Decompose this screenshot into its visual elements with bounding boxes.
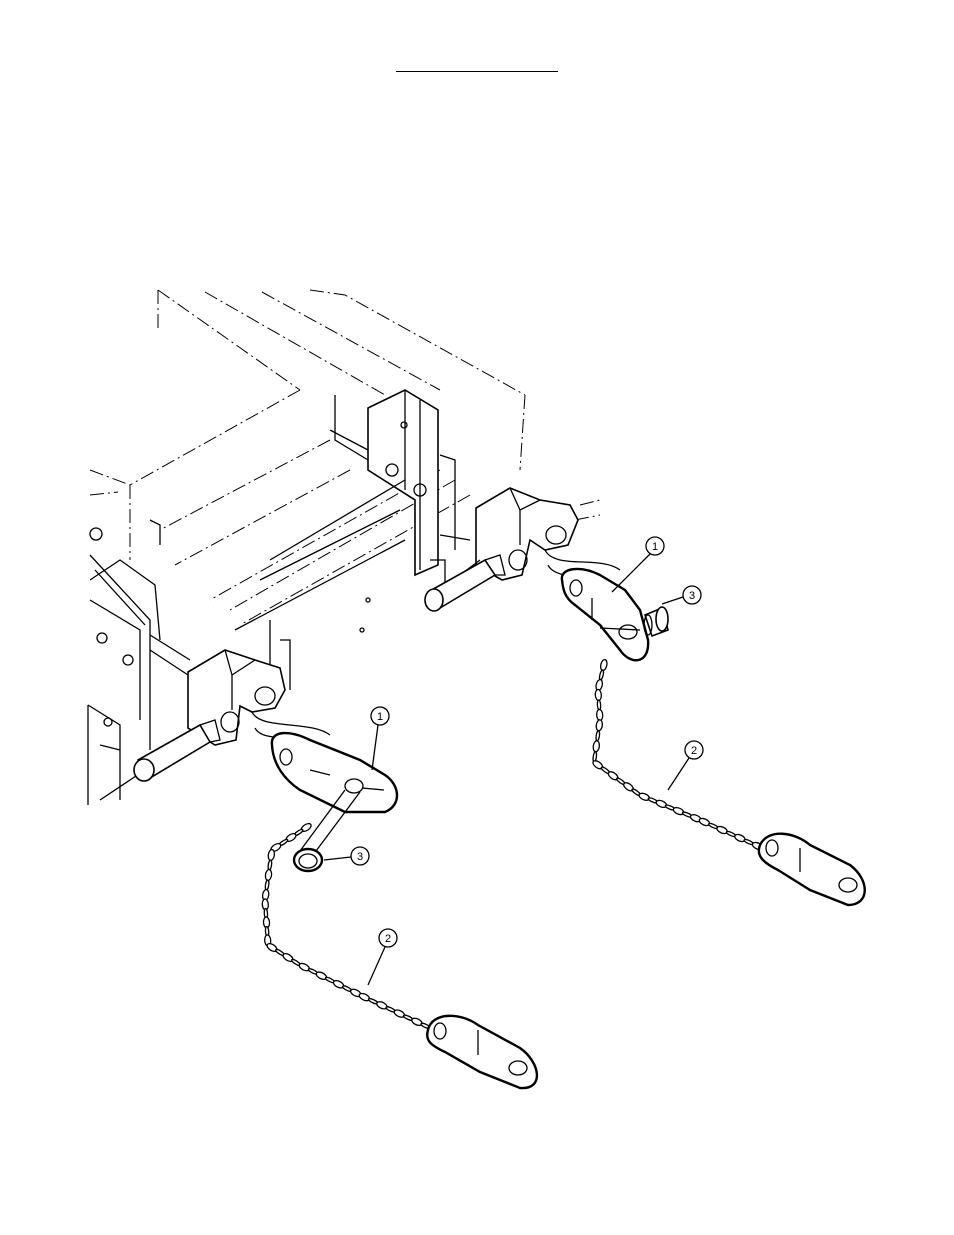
chain-link (596, 709, 603, 720)
callout-label: 1 (652, 541, 658, 553)
chain-link (268, 860, 273, 870)
chain-link (596, 719, 603, 731)
callout-2-left: 2 (368, 929, 397, 985)
callout-label: 2 (385, 933, 391, 945)
callout-1-left: 1 (371, 707, 389, 770)
chain-link (595, 689, 602, 700)
upright-plate (235, 390, 455, 700)
callout-1-right: 1 (612, 537, 664, 592)
chain-link (265, 880, 270, 890)
chain-left (262, 822, 431, 1030)
chain-link (597, 700, 601, 710)
strap-left (272, 733, 397, 812)
end-tab-right (759, 834, 865, 905)
clevis-left (150, 635, 330, 745)
callout-3-left: 3 (324, 847, 369, 865)
phantom-frame (90, 290, 600, 625)
callout-2-right: 2 (668, 741, 703, 790)
end-tab-left (427, 1016, 537, 1088)
strap-right (562, 569, 648, 660)
chain-right (592, 659, 764, 851)
callout-label: 2 (691, 745, 697, 757)
chain-link (265, 869, 272, 881)
chain-link (268, 849, 275, 861)
chain-link (600, 659, 608, 671)
callout-3-right: 3 (662, 586, 701, 604)
callout-label: 3 (357, 851, 363, 863)
callout-label: 1 (377, 711, 383, 723)
chain-link (593, 740, 600, 752)
callout-label: 3 (689, 590, 695, 602)
chain-link (599, 670, 604, 680)
bushing-right (644, 607, 668, 636)
chain-link (596, 731, 601, 741)
